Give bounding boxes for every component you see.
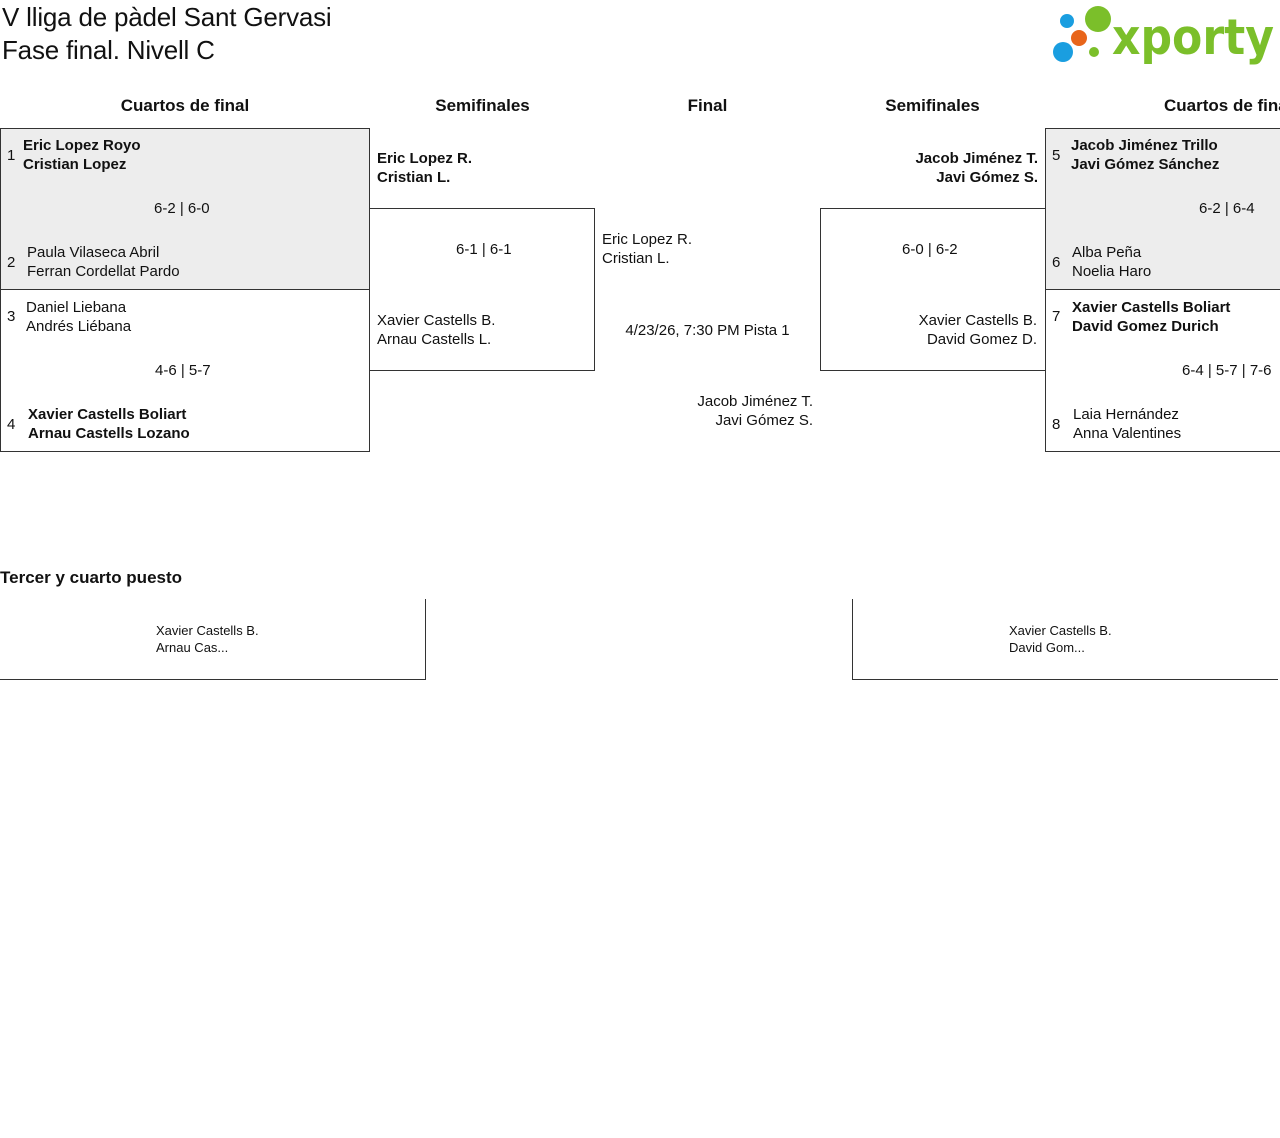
player-name: Xavier Castells B. [1009,623,1112,638]
player-name: Noelia Haro [1072,263,1152,280]
player-name: Xavier Castells B. [918,312,1037,329]
player-name: Arnau Cas... [156,640,229,655]
page-subtitle: Fase final. Nivell C [2,35,215,65]
logo-text: xporty [1112,9,1274,66]
player-name: Ferran Cordellat Pardo [27,263,180,280]
team-sf2-a[interactable]: Jacob Jiménez T. Javi Gómez S. [915,149,1038,187]
match-box-sf1[interactable] [369,208,595,371]
seed-number: 3 [7,308,16,325]
team-qf2-b[interactable]: Xavier Castells Boliart Arnau Castells L… [28,405,190,443]
round-label-right-semifinals: Semifinales [885,96,980,115]
team-final-a[interactable]: Eric Lopez R. Cristian L. [602,230,692,268]
team-final-b[interactable]: Jacob Jiménez T. Javi Gómez S. [697,392,813,430]
match-box-qf4[interactable] [1045,289,1280,452]
player-name: Javi Gómez Sánchez [1071,156,1220,173]
seed-number: 1 [7,147,16,164]
team-qf4-b[interactable]: Laia Hernández Anna Valentines [1073,405,1181,443]
seed-number: 4 [7,416,16,433]
round-label-final: Final [687,96,728,115]
match-score-qf4: 6-4 | 5-7 | 7-6 [1182,362,1272,379]
round-label-left-quarterfinals: Cuartos de final [120,96,250,115]
logo-dot-orange [1071,30,1087,46]
match-score-qf3: 6-2 | 6-4 [1199,200,1255,217]
player-name: Daniel Liebana [26,299,127,316]
seed-number: 2 [7,254,16,271]
page-title: V lliga de pàdel Sant Gervasi [2,2,332,32]
match-score-sf1: 6-1 | 6-1 [456,241,512,258]
seed-number: 5 [1052,147,1061,164]
player-name: Xavier Castells B. [377,312,496,329]
player-name: Anna Valentines [1073,425,1182,442]
team-qf3-b[interactable]: Alba Peña Noelia Haro [1072,243,1151,281]
match-box-third-place-a[interactable] [0,599,426,680]
team-qf2-a[interactable]: Daniel Liebana Andrés Liébana [26,298,131,336]
player-name: Xavier Castells Boliart [1072,299,1231,316]
team-sf1-b[interactable]: Xavier Castells B. Arnau Castells L. [377,311,495,349]
player-name: Cristian L. [602,250,670,267]
player-name: Arnau Castells L. [377,331,492,348]
player-name: Jacob Jiménez T. [915,150,1038,167]
xporty-logo[interactable]: xporty [1050,2,1276,66]
match-box-third-place-b[interactable] [852,599,1278,680]
player-name: Javi Gómez S. [936,169,1038,186]
match-score-qf2: 4-6 | 5-7 [155,362,211,379]
player-name: Xavier Castells B. [156,623,259,638]
logo-dot-green-small [1089,47,1099,57]
player-name: Cristian Lopez [23,156,127,173]
team-qf4-a[interactable]: Xavier Castells Boliart David Gomez Duri… [1072,298,1230,336]
final-schedule: 4/23/26, 7:30 PM Pista 1 [625,322,790,339]
player-name: David Gomez D. [926,331,1037,348]
round-label-right-quarterfinals: Cuartos de final [1164,96,1280,115]
team-sf2-b[interactable]: Xavier Castells B. David Gomez D. [919,311,1037,349]
logo-dot-green [1085,6,1111,32]
player-name: Jacob Jiménez Trillo [1071,137,1218,154]
third-place-title: Tercer y cuarto puesto [0,568,183,587]
team-qf1-b[interactable]: Paula Vilaseca Abril Ferran Cordellat Pa… [27,243,180,281]
player-name: Eric Lopez R. [377,150,473,167]
match-score-sf2: 6-0 | 6-2 [902,241,958,258]
team-third-place-a[interactable]: Xavier Castells B. Arnau Cas... [156,622,259,656]
team-sf1-a[interactable]: Eric Lopez R. Cristian L. [377,149,472,187]
player-name: David Gom... [1009,640,1085,655]
player-name: Eric Lopez Royo [23,137,141,154]
seed-number: 7 [1052,308,1061,325]
seed-number: 8 [1052,416,1061,433]
team-qf1-a[interactable]: Eric Lopez Royo Cristian Lopez [23,136,141,174]
player-name: Laia Hernández [1073,406,1179,423]
logo-dot-blue-top [1060,14,1074,28]
player-name: Xavier Castells Boliart [28,406,187,423]
team-third-place-b[interactable]: Xavier Castells B. David Gom... [1009,622,1112,656]
logo-dot-blue-bottom [1053,42,1073,62]
player-name: Cristian L. [377,169,451,186]
team-qf3-a[interactable]: Jacob Jiménez Trillo Javi Gómez Sánchez [1071,136,1219,174]
player-name: Javi Gómez S. [715,412,813,429]
match-box-qf3[interactable] [1045,128,1280,290]
player-name: Arnau Castells Lozano [28,425,190,442]
player-name: Eric Lopez R. [602,231,693,248]
match-box-qf1[interactable] [0,128,370,290]
player-name: Andrés Liébana [26,318,132,335]
player-name: Paula Vilaseca Abril [27,244,160,261]
round-label-left-semifinals: Semifinales [435,96,530,115]
player-name: David Gomez Durich [1072,318,1219,335]
player-name: Jacob Jiménez T. [697,393,813,410]
seed-number: 6 [1052,254,1061,271]
player-name: Alba Peña [1072,244,1142,261]
match-score-qf1: 6-2 | 6-0 [154,200,210,217]
